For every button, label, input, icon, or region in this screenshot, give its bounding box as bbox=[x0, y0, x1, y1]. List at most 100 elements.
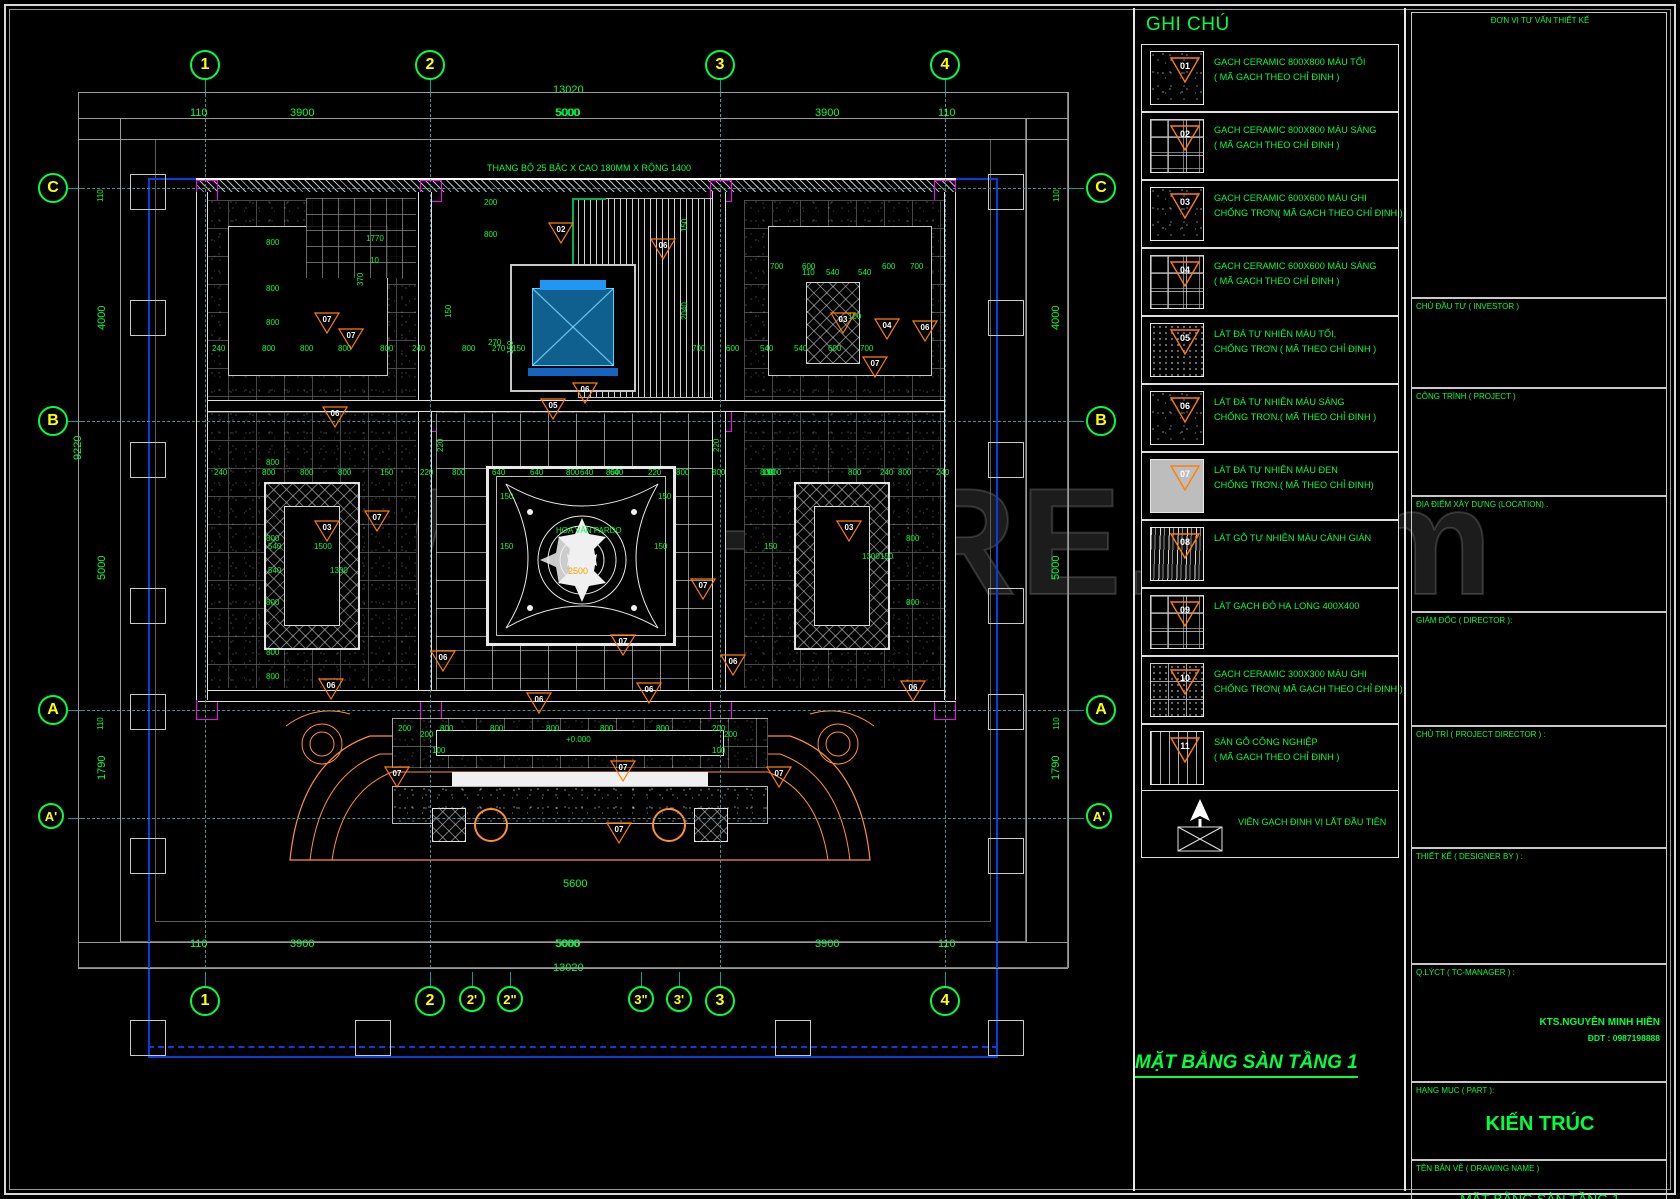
grid-bubble-top-3[interactable]: 3 bbox=[705, 50, 735, 80]
material-flag-number: 06 bbox=[534, 695, 544, 704]
planter-box bbox=[694, 808, 728, 842]
material-flag-06: 06 bbox=[899, 680, 927, 703]
dim-top-overall: 13020 bbox=[553, 84, 584, 96]
legend-flag-02: 02 bbox=[1169, 125, 1201, 156]
grid-leader-right bbox=[1068, 818, 1084, 819]
column-box bbox=[988, 442, 1024, 478]
legend-text-01: GẠCH CERAMIC 800X800 MÀU TỐI( MÃ GẠCH TH… bbox=[1214, 55, 1394, 85]
material-flag-number: 03 bbox=[844, 523, 854, 532]
material-flag-05: 05 bbox=[539, 398, 567, 421]
legend-text-09: LÁT GẠCH ĐỎ HẠ LONG 400X400 bbox=[1214, 599, 1394, 614]
gridline-horizontal bbox=[82, 818, 1066, 819]
material-flag-number: 06 bbox=[728, 657, 738, 666]
dim-misc-7: 10 bbox=[370, 256, 379, 265]
grid-bubble-bottom-3"[interactable]: 3" bbox=[628, 986, 654, 1012]
material-flag-triangle-icon bbox=[861, 356, 889, 379]
dim-right-5000: 5000 bbox=[1050, 555, 1062, 580]
medallion-rosette-icon bbox=[505, 483, 659, 629]
legend-swatch-05 bbox=[1150, 323, 1204, 377]
title-block-cell-4: GIÁM ĐỐC ( DIRECTOR ): bbox=[1411, 612, 1667, 726]
dim-top-mid: 5000 bbox=[556, 107, 581, 119]
title-block-manager-phone: ĐDT : 0987198888 bbox=[1587, 1033, 1660, 1043]
grid-leader-left bbox=[68, 188, 82, 189]
grid-bubble-bottom-2'[interactable]: 2' bbox=[459, 986, 485, 1012]
dim-misc-19: 540 bbox=[858, 268, 872, 277]
dim-misc-49: 800 bbox=[768, 468, 782, 477]
column-box bbox=[130, 174, 166, 210]
legend-flag-triangle-icon bbox=[1169, 465, 1201, 492]
stair-path bbox=[572, 198, 574, 328]
material-flag-06: 06 bbox=[635, 682, 663, 705]
grid-bubble-bottom-4[interactable]: 4 bbox=[930, 986, 960, 1016]
grid-leader-bottom bbox=[430, 972, 431, 986]
material-flag-triangle-icon bbox=[571, 382, 599, 405]
grid-bubble-right-A'[interactable]: A' bbox=[1086, 803, 1112, 829]
dim-left-4000: 4000 bbox=[96, 305, 108, 330]
dim-misc-51: 800 bbox=[898, 468, 912, 477]
dim-bottom-0: 110 bbox=[190, 938, 208, 950]
grid-bubble-right-C[interactable]: C bbox=[1086, 173, 1116, 203]
legend-line1-09: LÁT GẠCH ĐỎ HẠ LONG 400X400 bbox=[1214, 601, 1360, 611]
dim-left-1790: 1790 bbox=[96, 755, 108, 780]
dim-line-left-1 bbox=[120, 118, 121, 942]
title-block-label-7: Q.LÝCT ( TC-MANAGER ) : bbox=[1416, 968, 1515, 977]
title-block-cell-7: Q.LÝCT ( TC-MANAGER ) :KTS.NGUYỄN MINH H… bbox=[1411, 964, 1667, 1082]
material-flag-07: 07 bbox=[861, 356, 889, 379]
dim-int-b-12: 800 bbox=[676, 468, 690, 477]
material-flag-number: 03 bbox=[322, 523, 332, 532]
dim-misc-37: 640 bbox=[610, 468, 624, 477]
dim-top-4: 110 bbox=[938, 107, 956, 119]
partition-wall-west bbox=[418, 192, 432, 700]
legend-swatch-01 bbox=[1150, 51, 1204, 105]
column-box bbox=[988, 588, 1024, 624]
dim-misc-20: 600 bbox=[882, 262, 896, 271]
column-box bbox=[988, 174, 1024, 210]
material-flag-06: 06 bbox=[719, 654, 747, 677]
column-box bbox=[355, 1020, 391, 1056]
material-flag-06: 06 bbox=[571, 382, 599, 405]
dim-int-b-1: 800 bbox=[262, 468, 276, 477]
dim-int-a-5: 240 bbox=[412, 344, 426, 353]
grid-bubble-top-1[interactable]: 1 bbox=[190, 50, 220, 80]
legend-line1-10: GẠCH CERAMIC 300X300 MÀU GHI bbox=[1214, 669, 1367, 679]
dim-int-b-8: 640 bbox=[530, 468, 544, 477]
dim-line-left-0 bbox=[78, 92, 79, 968]
dim-misc-10: 800 bbox=[484, 230, 498, 239]
grid-bubble-top-4[interactable]: 4 bbox=[930, 50, 960, 80]
legend-text-02: GẠCH CERAMIC 800X800 MÀU SÁNG( MÃ GẠCH T… bbox=[1214, 123, 1394, 153]
grid-bubble-top-2[interactable]: 2 bbox=[415, 50, 445, 80]
dim-int-a-11: 540 bbox=[760, 344, 774, 353]
material-flag-number: 02 bbox=[556, 225, 566, 234]
grid-bubble-bottom-2"[interactable]: 2" bbox=[497, 986, 523, 1012]
material-flag-03: 03 bbox=[829, 312, 857, 335]
dim-int-d-4: 800 bbox=[600, 724, 614, 733]
column-box bbox=[775, 1020, 811, 1056]
grid-bubble-bottom-3'[interactable]: 3' bbox=[666, 986, 692, 1012]
grid-bubble-left-A'[interactable]: A' bbox=[38, 803, 64, 829]
grid-bubble-left-A[interactable]: A bbox=[38, 695, 68, 725]
legend-flag-triangle-icon bbox=[1169, 125, 1201, 152]
grid-bubble-right-B[interactable]: B bbox=[1086, 406, 1116, 436]
grid-bubble-bottom-3[interactable]: 3 bbox=[705, 986, 735, 1016]
grid-leader-top bbox=[945, 80, 946, 94]
grid-bubble-left-C[interactable]: C bbox=[38, 173, 68, 203]
legend-line2-05: CHỐNG TRƠN ( MÃ THEO CHỈ ĐỊNH ) bbox=[1214, 344, 1377, 354]
dim-int-b-9: 800 bbox=[566, 468, 580, 477]
grid-bubble-left-B[interactable]: B bbox=[38, 406, 68, 436]
grid-bubble-right-A[interactable]: A bbox=[1086, 695, 1116, 725]
gridline-vertical bbox=[205, 94, 206, 968]
material-flag-number: 06 bbox=[920, 323, 930, 332]
grid-leader-right bbox=[1068, 421, 1084, 422]
grid-bubble-bottom-2[interactable]: 2 bbox=[415, 986, 445, 1016]
legend-line2-01: ( MÃ GẠCH THEO CHỈ ĐỊNH ) bbox=[1214, 72, 1340, 82]
title-block-label-4: GIÁM ĐỐC ( DIRECTOR ): bbox=[1416, 616, 1513, 625]
grid-bubble-bottom-1[interactable]: 1 bbox=[190, 986, 220, 1016]
dim-int-a-4: 800 bbox=[380, 344, 394, 353]
legend-flag-triangle-icon bbox=[1169, 261, 1201, 288]
dim-misc-32: 200 bbox=[420, 730, 434, 739]
legend-line1-04: GẠCH CERAMIC 600X600 MÀU SÁNG bbox=[1214, 261, 1377, 271]
